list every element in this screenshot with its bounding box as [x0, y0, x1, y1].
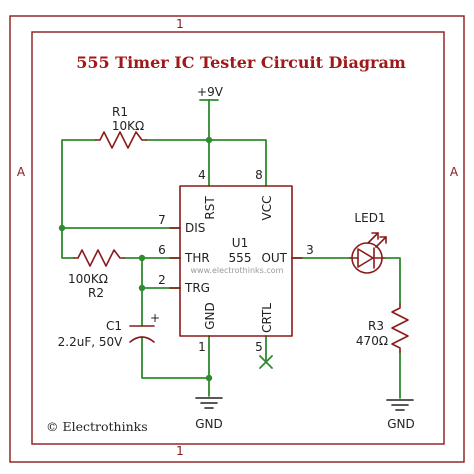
resistor-r3: R3 470Ω [356, 303, 409, 353]
ic-pin-out-number: 3 [306, 243, 314, 257]
led-led1-emission-arrowhead [379, 236, 387, 244]
ic-pin-rst-number: 4 [198, 168, 206, 182]
resistor-r1: R1 10KΩ [95, 105, 147, 149]
led-led1-emission-arrow [367, 232, 379, 244]
ic-555-body [179, 185, 293, 337]
junction-dot [205, 374, 213, 382]
ic-pin-vcc-number: 8 [255, 168, 263, 182]
capacitor-c1: + C1 2.2uF, 50V [58, 311, 160, 349]
wire-led-r3 [383, 257, 401, 305]
resistor-r2-value: 100KΩ [68, 272, 108, 286]
frame-row-label-left: A [17, 165, 26, 179]
resistor-r3-value: 470Ω [356, 334, 388, 348]
diagram-title: 555 Timer IC Tester Circuit Diagram [76, 53, 406, 72]
resistor-r3-symbol [391, 303, 409, 353]
ic-pin-trg-number: 2 [158, 273, 166, 287]
ground-right-label: GND [387, 417, 415, 431]
led-led1-anode-triangle [357, 248, 374, 268]
ic-ref: U1 [232, 236, 248, 250]
led-led1-emission-arrowhead [371, 232, 379, 240]
ic-watermark: www.electrothinks.com [191, 266, 284, 275]
junction-dot [138, 284, 146, 292]
ic-pin-thr-name: THR [184, 251, 210, 265]
ic-pin-dis-name: DIS [185, 221, 205, 235]
frame-outer-border [9, 15, 465, 463]
wire-r2-left [61, 227, 75, 259]
ic-pin-dis-number: 7 [158, 213, 166, 227]
ic-pin-vcc-name: VCC [260, 196, 274, 221]
supply-rail: +9V [197, 85, 224, 141]
ic-value: 555 [229, 251, 252, 265]
ground-left-label: GND [195, 417, 223, 431]
led-led1-emission-arrow [375, 236, 387, 248]
resistor-r3-ref: R3 [368, 319, 384, 333]
drawing-frame: 1 1 A A [9, 15, 465, 463]
frame-column-label-bottom: 1 [176, 444, 184, 458]
resistor-r1-value: 10KΩ [112, 119, 144, 133]
no-connect-stroke [259, 355, 273, 369]
led-led1-ref: LED1 [354, 211, 385, 225]
frame-inner-border [31, 31, 445, 445]
junctions [58, 136, 213, 382]
ground-right: GND [386, 399, 415, 431]
frame-column-label-top: 1 [176, 17, 184, 31]
led-led1: LED1 [349, 211, 387, 274]
ic-pin-crtl-name: CRTL [260, 303, 274, 333]
wire-r1-left [61, 139, 97, 229]
ic-pin-gnd-name: GND [203, 302, 217, 330]
junction-dot [138, 254, 146, 262]
junction-dot [58, 224, 66, 232]
ic-555: DIS THR TRG OUT RST VCC GND CRTL U1 555 … [158, 168, 314, 354]
ic-pin-rst-name: RST [203, 196, 217, 220]
copyright-text: © Electrothinks [46, 419, 148, 434]
no-connect-marker [259, 355, 273, 369]
wire-vcc [208, 139, 267, 187]
frame-row-label-right: A [450, 165, 459, 179]
capacitor-c1-polarity: + [150, 311, 160, 325]
ic-pin-out-name: OUT [261, 251, 287, 265]
supply-label: +9V [197, 85, 224, 99]
wire-cap-ground [141, 337, 210, 379]
capacitor-c1-plate-bottom [129, 336, 155, 343]
ic-pin-trg-name: TRG [184, 281, 210, 295]
resistor-r2-symbol [73, 249, 125, 267]
resistor-r2-ref: R2 [88, 286, 104, 300]
ic-pin-gnd-number: 1 [198, 340, 206, 354]
resistor-r1-ref: R1 [112, 105, 128, 119]
capacitor-c1-ref: C1 [106, 319, 122, 333]
junction-dot [205, 136, 213, 144]
resistor-r1-symbol [95, 131, 147, 149]
ic-pin-crtl-number: 5 [255, 340, 263, 354]
ic-pin-thr-number: 6 [158, 243, 166, 257]
capacitor-c1-value: 2.2uF, 50V [58, 335, 123, 349]
ground-left: GND [195, 397, 223, 431]
resistor-r2: 100KΩ R2 [68, 249, 125, 300]
